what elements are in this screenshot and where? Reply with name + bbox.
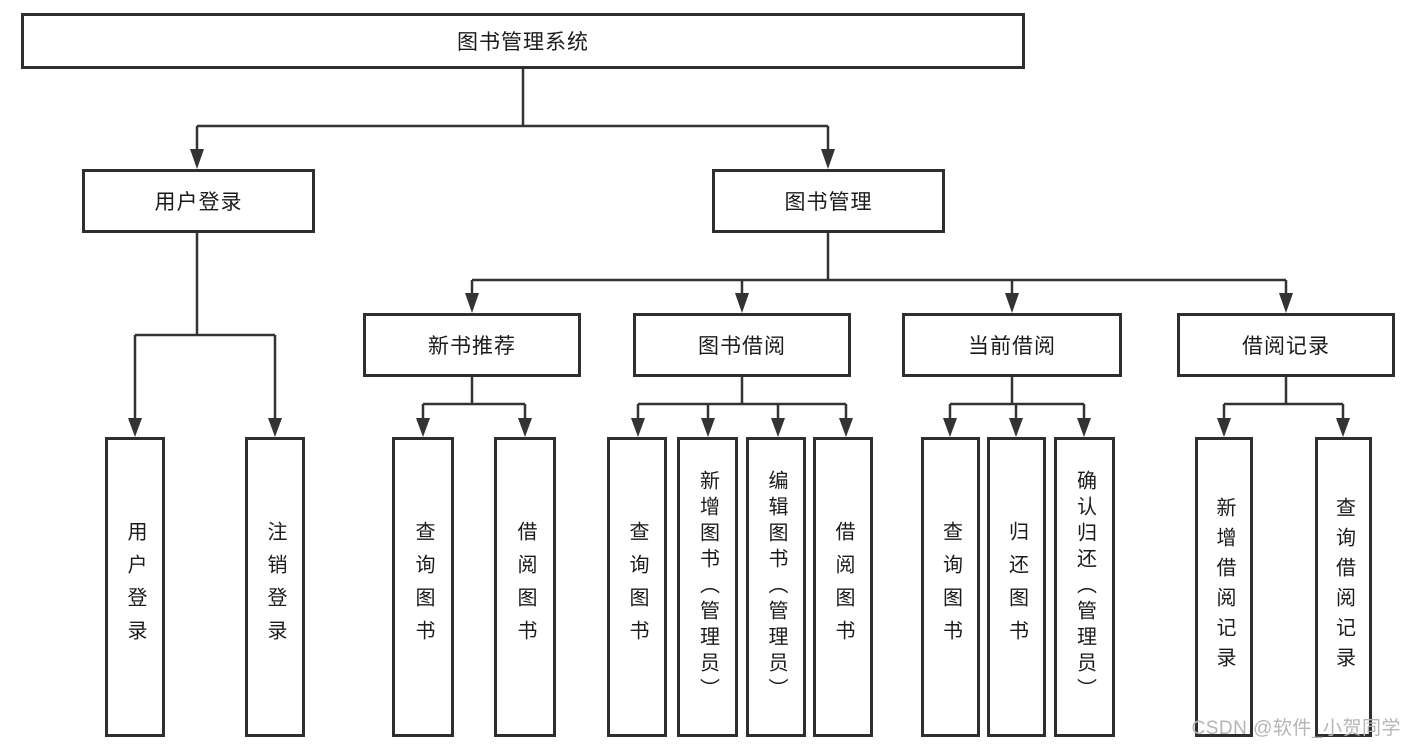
leaf-current-query: 查询图书: [921, 437, 980, 737]
leaf-label: 查询图书: [939, 521, 962, 653]
leaf-records-add: 新增借阅记录: [1195, 437, 1253, 737]
leaf-label: 归还图书: [1005, 521, 1028, 653]
node-borrow-records: 借阅记录: [1177, 313, 1395, 377]
leaf-borrow-edit-admin: 编辑图书（管理员）: [746, 437, 806, 737]
connector-userlogin-to-leaves: [133, 233, 277, 424]
connector-newbook-to-leaves: [421, 377, 527, 424]
node-root: 图书管理系统: [21, 13, 1025, 69]
leaf-newbook-query: 查询图书: [392, 437, 454, 737]
leaf-label: 查询借阅记录: [1332, 497, 1355, 677]
leaf-label: 查询图书: [626, 521, 648, 653]
leaf-borrow-add-admin: 新增图书（管理员）: [677, 437, 738, 737]
leaf-label: 新增借阅记录: [1213, 497, 1235, 677]
leaf-newbook-borrow: 借阅图书: [494, 437, 556, 737]
arrowheads-leaves: [128, 418, 1350, 437]
connector-bookmgmt-to-level2: [470, 233, 1288, 300]
leaf-current-confirm-admin: 确认归还（管理员）: [1054, 437, 1115, 737]
leaf-label: 确认归还（管理员）: [1073, 470, 1096, 704]
connector-current-to-leaves: [948, 377, 1086, 424]
connector-root-to-level1: [195, 69, 830, 156]
leaf-current-return: 归还图书: [987, 437, 1046, 737]
leaf-logout: 注销登录: [245, 437, 305, 737]
node-book-borrow: 图书借阅: [633, 313, 851, 377]
node-user-login: 用户登录: [82, 169, 315, 233]
node-current-borrow: 当前借阅: [902, 313, 1122, 377]
leaf-records-query: 查询借阅记录: [1315, 437, 1372, 737]
leaf-user-login: 用户登录: [105, 437, 165, 737]
arrowheads-level1: [190, 149, 835, 169]
leaf-label: 借阅图书: [832, 521, 854, 653]
leaf-borrow-borrow: 借阅图书: [813, 437, 873, 737]
connector-borrow-to-leaves: [636, 377, 848, 424]
csdn-watermark: CSDN @软件_小贺同学: [1191, 718, 1401, 739]
leaf-label: 新增图书（管理员）: [696, 470, 719, 704]
leaf-label: 用户登录: [124, 521, 146, 653]
leaf-label: 注销登录: [264, 521, 286, 653]
node-new-book-recommend: 新书推荐: [363, 313, 581, 377]
arrowheads-level2: [465, 293, 1293, 313]
node-book-management: 图书管理: [712, 169, 945, 233]
leaf-label: 借阅图书: [514, 521, 536, 653]
leaf-label: 编辑图书（管理员）: [765, 470, 787, 704]
connector-records-to-leaves: [1222, 377, 1345, 424]
leaf-label: 查询图书: [412, 521, 434, 653]
leaf-borrow-query: 查询图书: [607, 437, 667, 737]
